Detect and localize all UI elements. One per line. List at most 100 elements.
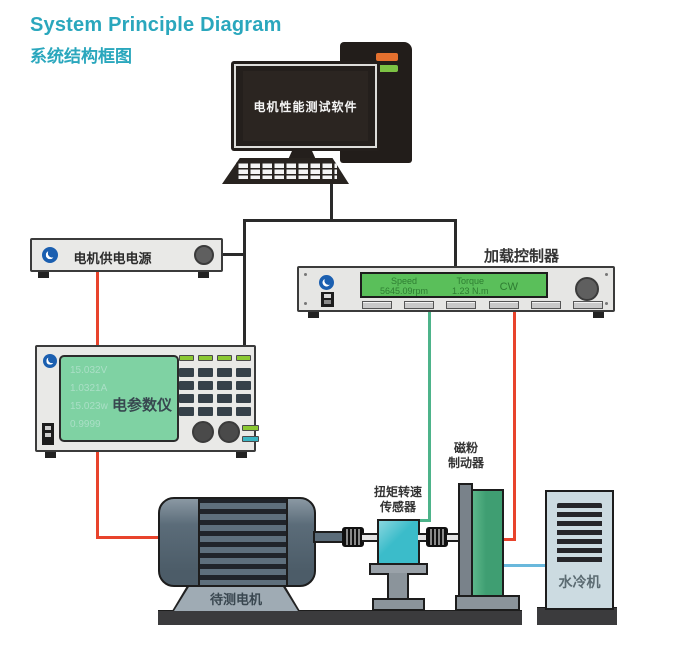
- controller-knob: [575, 277, 599, 301]
- wire-hub-horizontal: [243, 219, 457, 222]
- monitor-bezel: 电机性能测试软件: [234, 64, 377, 148]
- screw-icon: [605, 273, 608, 276]
- meter-key: [198, 407, 213, 416]
- wire-psu-to-meter-red: [96, 272, 99, 346]
- screw-icon: [304, 302, 307, 305]
- controller-button: [572, 301, 603, 309]
- meter-key: [179, 394, 194, 403]
- magnetic-powder-brake: [471, 489, 504, 598]
- load-controller-label: 加载控制器: [484, 248, 560, 265]
- power-meter-label: 电参数仪: [111, 397, 172, 414]
- brand-logo-icon: [319, 275, 334, 290]
- software-name-label: 电机性能测试软件: [253, 99, 358, 114]
- meter-power-switch: [42, 423, 54, 445]
- wire-hub-to-meter: [243, 219, 246, 346]
- meter-current-value: 1.0321A: [70, 383, 108, 394]
- sensor-foot-plate: [372, 598, 425, 611]
- wire-computer-down: [330, 183, 333, 222]
- shaft-coupling-right: [426, 527, 448, 547]
- page-title: System Principle Diagram: [30, 14, 282, 36]
- meter-key-green: [217, 355, 232, 361]
- shaft-coupling-left: [342, 527, 364, 547]
- test-bench-platform: [158, 610, 522, 625]
- torque-sensor: [377, 519, 420, 565]
- shaft-segment: [362, 533, 379, 542]
- wire-hub-to-controller: [454, 219, 457, 268]
- meter-button-green: [242, 425, 259, 431]
- meter-key: [179, 407, 194, 416]
- motor-mount-base: 待测电机: [172, 583, 300, 611]
- power-supply-label: 电机供电电源: [73, 251, 152, 266]
- meter-key-green: [236, 355, 251, 361]
- meter-key: [198, 381, 213, 390]
- meter-key: [217, 368, 232, 377]
- wire-meter-to-motor-red-horizontal: [96, 536, 162, 539]
- psu-foot: [198, 272, 209, 278]
- motor-cooling-fins: [198, 499, 288, 585]
- meter-key: [236, 407, 251, 416]
- brake-label-line2: 制动器: [447, 456, 484, 470]
- meter-knob: [218, 421, 240, 443]
- meter-key: [198, 368, 213, 377]
- torque-sensor-label-line1: 扭矩转速: [373, 485, 422, 499]
- controller-button: [530, 301, 561, 309]
- screw-icon: [605, 302, 608, 305]
- shaft-segment: [447, 533, 460, 542]
- load-controller: Speed 5645.09rpm Torque 1.23 N.m CW: [297, 266, 615, 312]
- wire-meter-to-motor-red-vertical: [96, 451, 99, 539]
- brand-logo-icon: [43, 354, 57, 368]
- torque-sensor-label: 扭矩转速 传感器: [353, 485, 443, 515]
- lcd-direction-value: CW: [499, 281, 518, 293]
- brake-base: [455, 595, 520, 611]
- wire-controller-to-brake-red-horizontal: [502, 538, 516, 541]
- tower-power-led-orange: [376, 53, 398, 61]
- psu-knob: [194, 245, 214, 265]
- meter-key: [236, 368, 251, 377]
- meter-foot: [45, 452, 56, 458]
- meter-key-green: [198, 355, 213, 361]
- meter-key: [198, 394, 213, 403]
- controller-button: [446, 301, 477, 309]
- water-cooler: 水冷机: [545, 490, 614, 610]
- torque-sensor-label-line2: 传感器: [379, 500, 416, 514]
- meter-key: [217, 394, 232, 403]
- cooler-vents: [557, 503, 602, 564]
- meter-foot: [236, 452, 247, 458]
- page-subtitle: 系统结构框图: [30, 47, 132, 66]
- controller-lcd-display: Speed 5645.09rpm Torque 1.23 N.m CW: [360, 272, 548, 298]
- computer-monitor: 电机性能测试软件: [231, 61, 380, 151]
- lcd-speed-label: Speed: [391, 276, 418, 286]
- motor-label: 待测电机: [209, 591, 262, 607]
- meter-key: [217, 381, 232, 390]
- shaft-segment: [418, 533, 429, 542]
- meter-key: [179, 368, 194, 377]
- meter-knob: [192, 421, 214, 443]
- meter-power-value: 15.023w: [70, 401, 108, 412]
- meter-button-cyan: [242, 436, 259, 442]
- motor-power-supply: 电机供电电源: [30, 238, 223, 272]
- lcd-torque-value: 1.23 N.m: [452, 286, 489, 296]
- meter-key: [179, 381, 194, 390]
- keyboard-keys: [236, 162, 337, 179]
- brand-logo-icon: [42, 247, 58, 263]
- meter-key: [217, 407, 232, 416]
- screw-icon: [304, 273, 307, 276]
- brake-label: 磁粉 制动器: [436, 441, 496, 471]
- sensor-pedestal: [387, 573, 409, 600]
- test-motor: [158, 497, 316, 587]
- water-cooler-label: 水冷机: [558, 574, 601, 590]
- controller-button: [362, 301, 392, 309]
- controller-button: [404, 301, 435, 309]
- meter-key-green: [179, 355, 194, 361]
- meter-keypad: [179, 368, 251, 417]
- power-meter: 15.032V 1.0321A 15.023w 0.9999 电参数仪: [35, 345, 259, 452]
- controller-foot: [593, 312, 604, 318]
- lcd-speed-value: 5645.09rpm: [380, 286, 429, 296]
- meter-screen: 15.032V 1.0321A 15.023w 0.9999 电参数仪: [59, 355, 179, 442]
- monitor-screen: 电机性能测试软件: [243, 71, 368, 141]
- meter-key: [236, 381, 251, 390]
- lcd-torque-block: Torque 1.23 N.m: [452, 276, 489, 296]
- lcd-speed-block: Speed 5645.09rpm: [380, 276, 428, 296]
- wire-brake-to-cooler-blue: [504, 564, 546, 567]
- tower-power-led-green: [376, 65, 398, 72]
